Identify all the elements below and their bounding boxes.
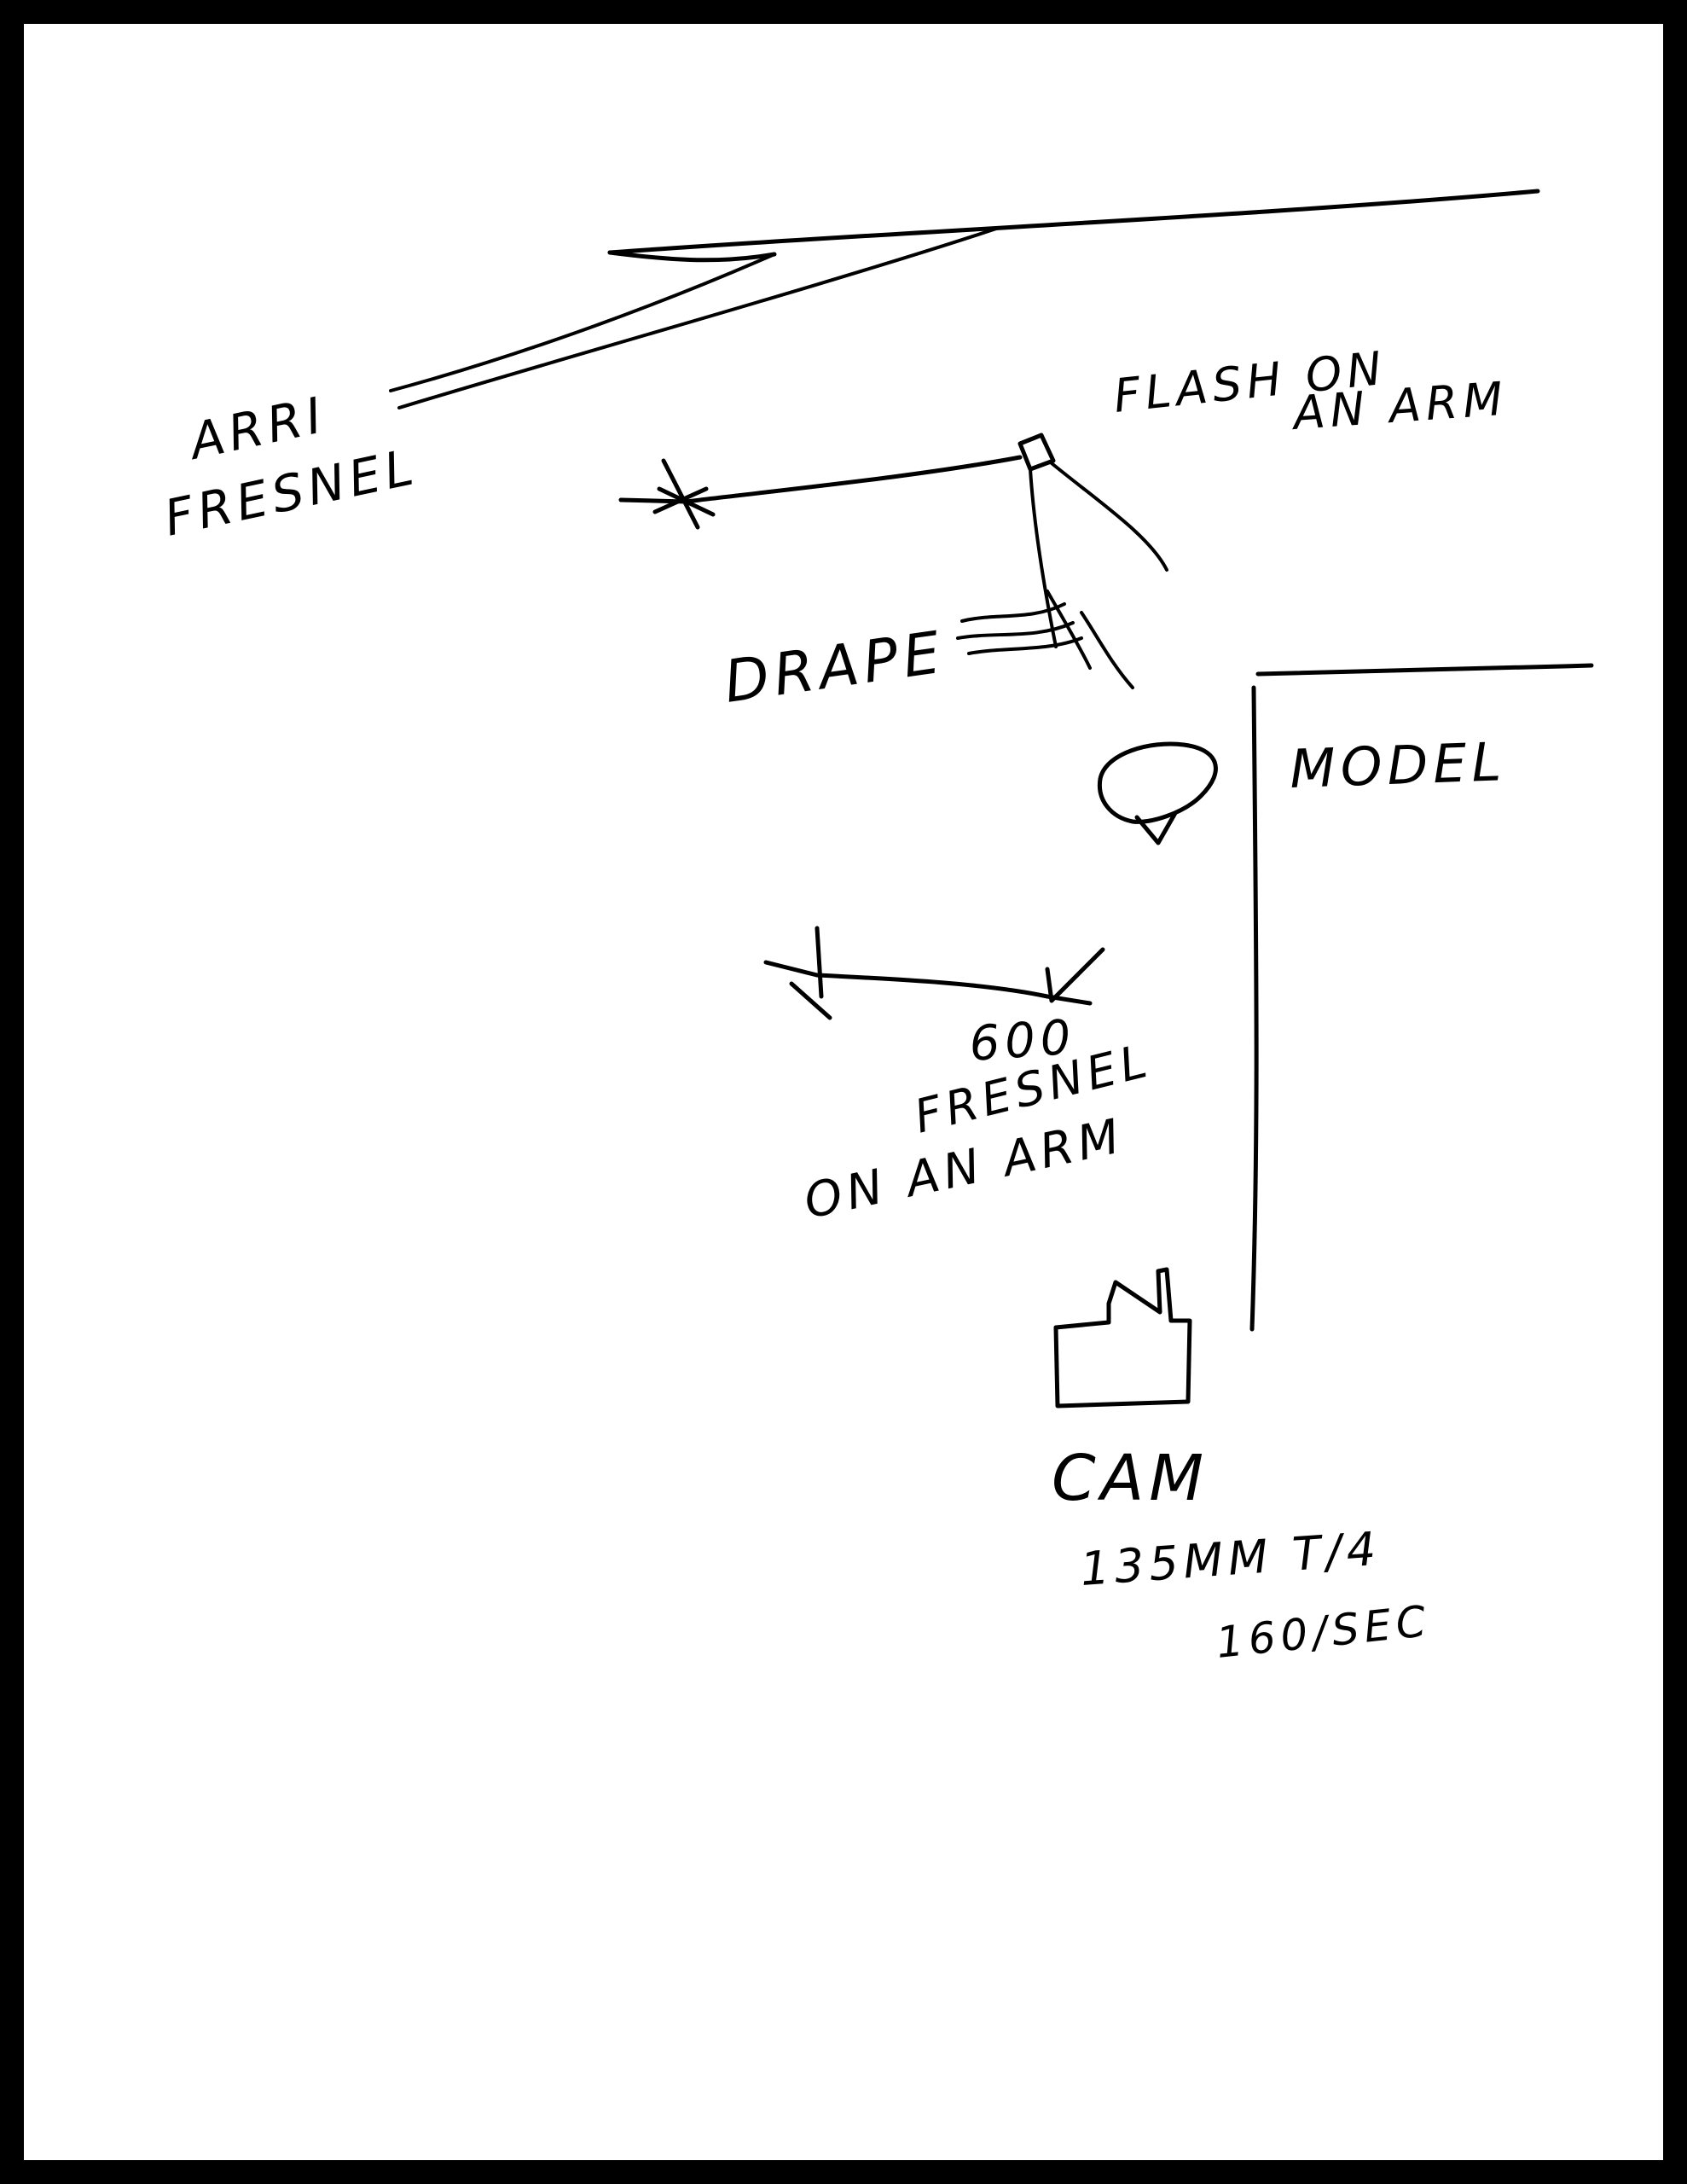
drape-icon [956, 602, 1083, 655]
fresnel600-label-line1: 600 [967, 1009, 1077, 1072]
lighting-diagram: ARRI FRESNEL FLASH ON AN ARM DRAPE MODEL… [159, 189, 1594, 1668]
flash-head-icon [1017, 433, 1056, 472]
drape-line-2 [1046, 590, 1092, 670]
camera-label: CAM [1052, 1442, 1209, 1515]
flash-beam-left [1029, 468, 1058, 648]
fresnel600-stand-marker [763, 926, 832, 1020]
model-label: MODEL [1289, 730, 1507, 800]
flash-stand-marker [618, 458, 716, 530]
fresnel600-head-icon [1045, 947, 1105, 1003]
drape-line [1080, 611, 1134, 689]
model-wall-vertical [1249, 685, 1259, 1332]
camera-icon [1053, 1267, 1192, 1409]
shutter-label: 160/SEC [1214, 1596, 1433, 1668]
flash-boom-arm [683, 455, 1023, 504]
flash-beam-right [1050, 462, 1168, 572]
arri-fresnel-beam-lower [397, 227, 998, 410]
backdrop-top-line [607, 189, 1540, 255]
arri-fresnel-beam-upper [389, 253, 776, 392]
model-wall-top [1255, 663, 1594, 677]
model-body-icon [1134, 810, 1178, 845]
paper-sheet: ARRI FRESNEL FLASH ON AN ARM DRAPE MODEL… [24, 24, 1663, 2160]
model-head-icon [1097, 741, 1218, 824]
lens-label: 135MM T/4 [1079, 1522, 1383, 1596]
fresnel600-boom-arm [815, 973, 1093, 1006]
drape-label: DRAPE [720, 619, 949, 716]
backdrop-top-line-left [607, 250, 777, 263]
